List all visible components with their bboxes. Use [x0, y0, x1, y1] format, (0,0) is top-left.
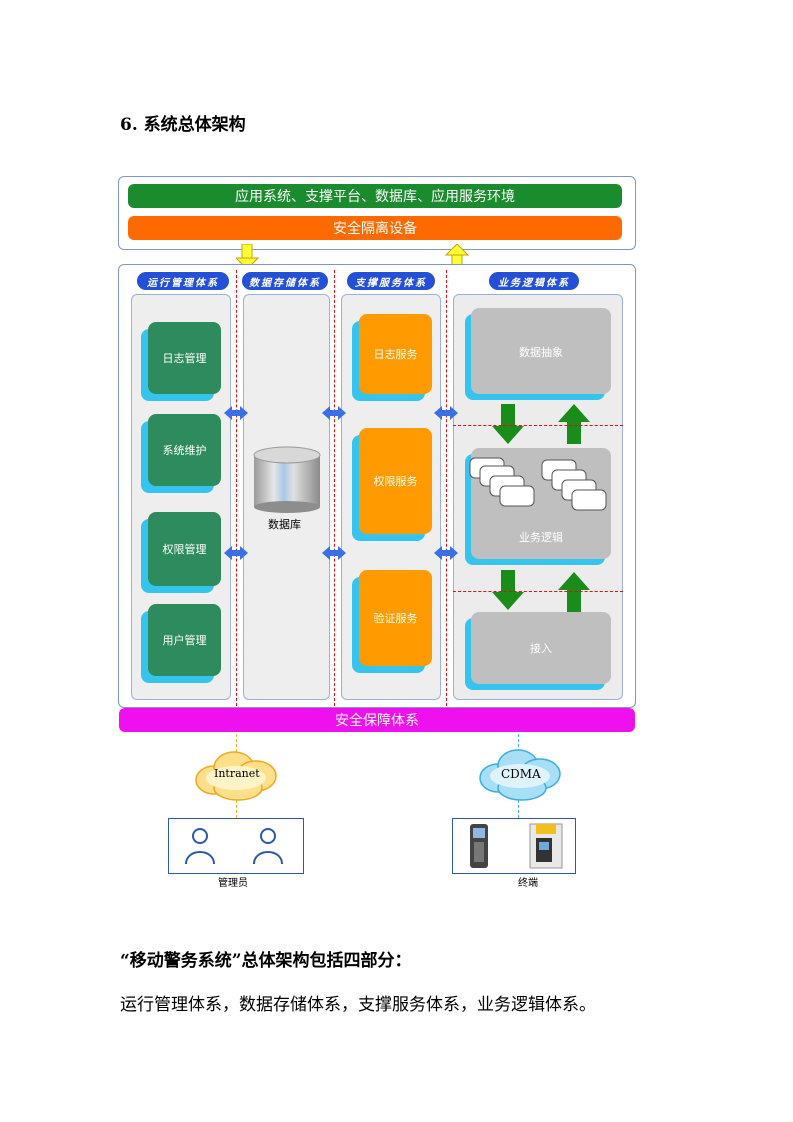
- bidirectional-arrow-icon: [224, 546, 248, 560]
- terminal-devices-icon: [470, 823, 563, 869]
- system-maintenance-card: 系统维护: [148, 414, 221, 486]
- data-abstraction-card: 数据抽象: [471, 308, 611, 394]
- bidirectional-arrow-icon: [322, 546, 346, 560]
- admin-users-icon: [185, 828, 283, 865]
- summary-paragraph: 运行管理体系，数据存储体系，支撑服务体系，业务逻辑体系。: [120, 995, 596, 1015]
- down-arrow-icon: [236, 244, 260, 270]
- terminal-box: [452, 818, 576, 874]
- log-service-card: 日志服务: [359, 314, 432, 394]
- summary-heading: “移动警务系统”总体架构包括四部分：: [120, 951, 412, 971]
- divider-line: [453, 425, 623, 426]
- user-management-card: 用户管理: [148, 604, 221, 676]
- divider-line: [236, 270, 237, 706]
- verification-service-card: 验证服务: [359, 570, 432, 666]
- bidirectional-arrow-icon: [224, 406, 248, 420]
- logic-flow-arrows: [492, 404, 590, 612]
- security-bar: 安全保障体系: [119, 708, 635, 732]
- divider-line: [446, 270, 447, 706]
- down-arrow-icon: [492, 404, 524, 444]
- cdma-cloud-icon: [479, 749, 561, 801]
- intranet-label: Intranet: [214, 767, 260, 780]
- up-arrow-icon: [558, 572, 590, 612]
- terminal-label: 终端: [518, 878, 538, 889]
- admins-box: [168, 818, 304, 874]
- admins-label: 管理员: [218, 878, 248, 889]
- section-title: 6. 系统总体架构: [120, 115, 246, 135]
- access-card: 接入: [471, 612, 611, 684]
- down-arrow-icon: [492, 570, 524, 610]
- database-icon: [253, 446, 321, 513]
- log-management-card: 日志管理: [148, 322, 221, 394]
- bidirectional-arrow-icon: [434, 546, 458, 560]
- app-env-bar: 应用系统、支撑平台、数据库、应用服务环境: [128, 184, 622, 208]
- storage-column-title: 数据存储体系: [242, 272, 328, 290]
- divider-line: [453, 591, 623, 592]
- logic-column-title: 业务逻辑体系: [489, 272, 579, 290]
- support-column-title: 支撑服务体系: [347, 272, 435, 290]
- ops-column-title: 运行管理体系: [137, 272, 229, 290]
- up-arrow-icon: [558, 404, 590, 444]
- permission-management-card: 权限管理: [148, 512, 221, 586]
- interaction-arrows: [224, 406, 458, 560]
- divider-line: [334, 270, 335, 706]
- bidirectional-arrow-icon: [322, 406, 346, 420]
- intranet-cloud-icon: [195, 751, 277, 801]
- permission-service-card: 权限服务: [359, 428, 432, 534]
- cdma-label: CDMA: [501, 767, 541, 781]
- isolation-bar: 安全隔离设备: [128, 216, 622, 240]
- module-stack-icons: [469, 457, 607, 511]
- bidirectional-arrow-icon: [434, 406, 458, 420]
- database-label: 数据库: [268, 518, 301, 531]
